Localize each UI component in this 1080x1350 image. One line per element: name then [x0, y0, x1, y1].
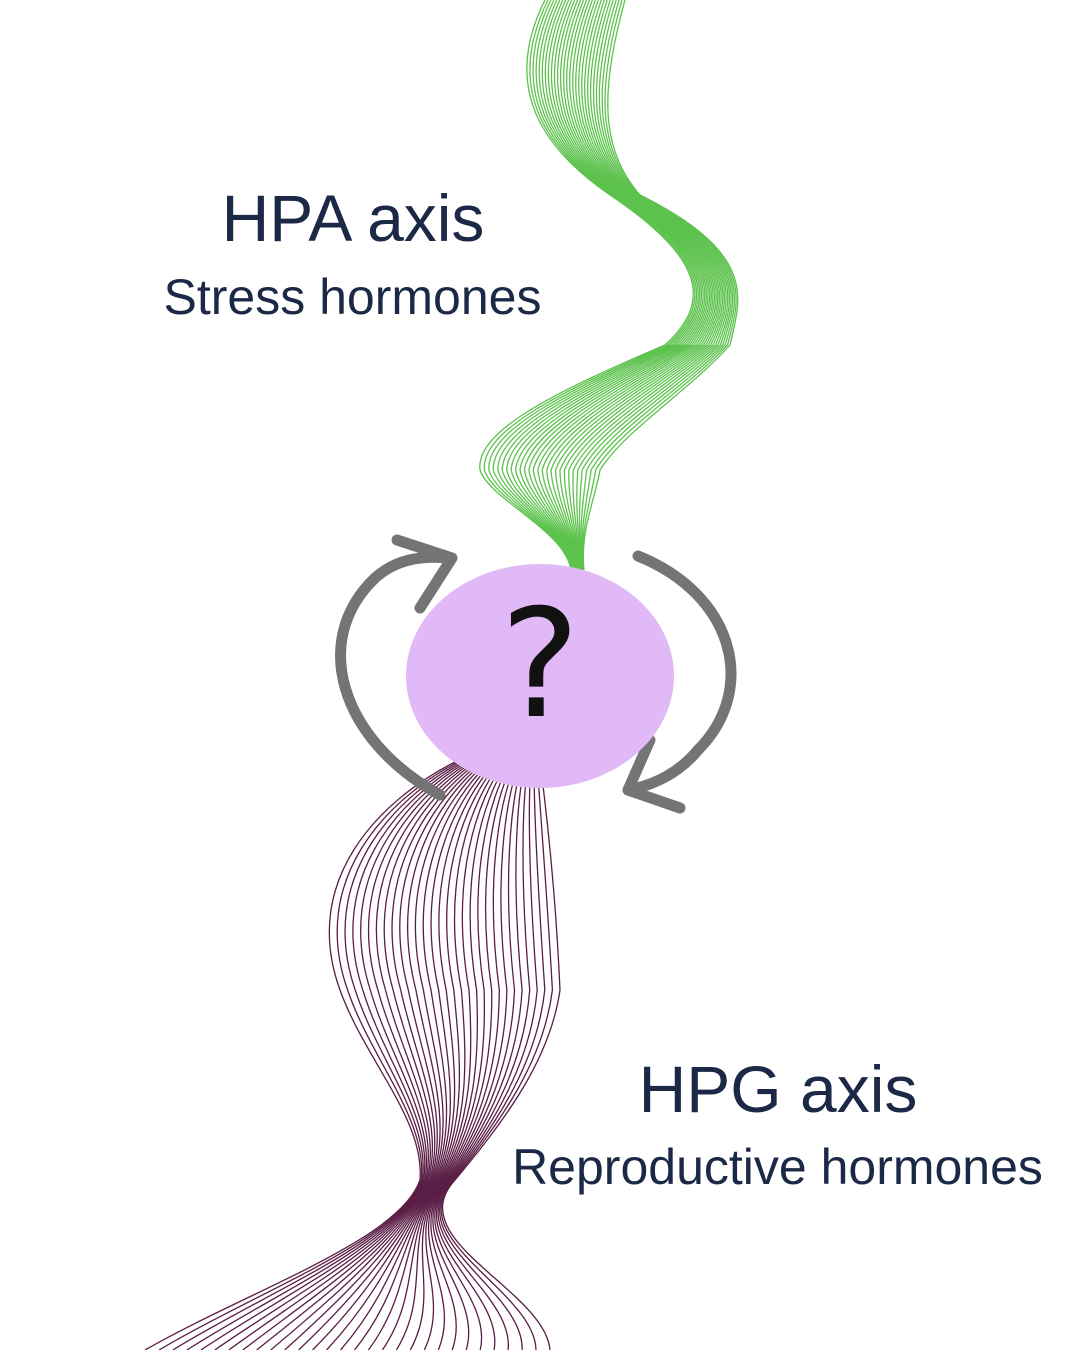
ribbon-line — [550, 0, 721, 571]
ribbon-line — [340, 761, 497, 1350]
ribbon-line — [440, 761, 554, 1350]
ribbon-line — [214, 761, 471, 1350]
ribbon-line — [367, 761, 503, 1350]
left-cycle-arrow — [335, 551, 456, 801]
ribbon-line — [381, 761, 506, 1350]
ribbon-line — [434, 761, 526, 1350]
ribbon-line — [326, 761, 494, 1350]
hpa-axis-subtitle: Stress hormones — [163, 269, 542, 325]
hpg-axis-subtitle: Reproductive hormones — [512, 1139, 1043, 1195]
ribbon-line — [298, 761, 488, 1350]
ribbon-line — [186, 761, 465, 1350]
ribbon-line — [437, 761, 538, 1350]
ribbon-line — [423, 761, 515, 1350]
ribbon-line — [427, 761, 518, 1350]
ribbon-line — [312, 761, 491, 1350]
ribbon-line — [228, 761, 473, 1350]
ribbon-line — [284, 761, 485, 1350]
ribbon-line — [580, 0, 734, 571]
ribbon-line — [256, 761, 479, 1350]
hpg-ribbon — [144, 761, 561, 1350]
ribbon-line — [395, 761, 509, 1350]
ribbon-line — [432, 761, 524, 1350]
hpa-axis-title: HPA axis — [221, 181, 485, 255]
ribbon-line — [479, 0, 694, 571]
ribbon-line — [353, 761, 500, 1350]
ribbon-line — [537, 0, 716, 571]
ribbon-line — [430, 761, 521, 1350]
ribbon-line — [582, 0, 739, 571]
ribbon-line — [519, 0, 709, 571]
ribbon-line — [506, 0, 704, 571]
hpa-ribbon — [479, 0, 739, 571]
ribbon-line — [200, 761, 468, 1350]
hpg-axis-title: HPG axis — [638, 1052, 918, 1126]
ribbon-line — [559, 0, 724, 571]
ribbon-line — [488, 0, 698, 571]
ribbon-line — [578, 0, 732, 571]
ribbon-line — [532, 0, 714, 571]
ribbon-line — [497, 0, 701, 571]
ribbon-line — [438, 761, 546, 1350]
ribbon-line — [541, 0, 717, 571]
unknown-interaction-node — [406, 564, 674, 788]
ribbon-line — [242, 761, 476, 1350]
question-mark: ? — [500, 578, 580, 752]
ribbon-line — [144, 761, 456, 1350]
ribbon-line — [510, 0, 706, 571]
ribbon-line — [576, 0, 731, 571]
ribbon-line — [270, 761, 482, 1350]
ribbon-line — [501, 0, 702, 571]
ribbon-line — [441, 761, 561, 1350]
left-arrowhead — [391, 534, 458, 614]
ribbon-line — [409, 761, 512, 1350]
ribbon-line — [581, 0, 736, 571]
right-arrowhead — [622, 734, 686, 814]
ribbon-line — [435, 761, 531, 1350]
ribbon-line — [572, 0, 729, 571]
ribbon-line — [492, 0, 699, 571]
ribbon-line — [554, 0, 722, 571]
ribbon-line — [523, 0, 711, 571]
ribbon-line — [514, 0, 707, 571]
ribbon-line — [483, 0, 696, 571]
ribbon-line — [172, 761, 462, 1350]
ribbon-line — [563, 0, 726, 571]
ribbon-line — [568, 0, 727, 571]
right-cycle-arrow — [622, 550, 737, 796]
ribbon-line — [528, 0, 712, 571]
ribbon-line — [582, 0, 737, 571]
ribbon-line — [546, 0, 719, 571]
ribbon-line — [158, 761, 459, 1350]
